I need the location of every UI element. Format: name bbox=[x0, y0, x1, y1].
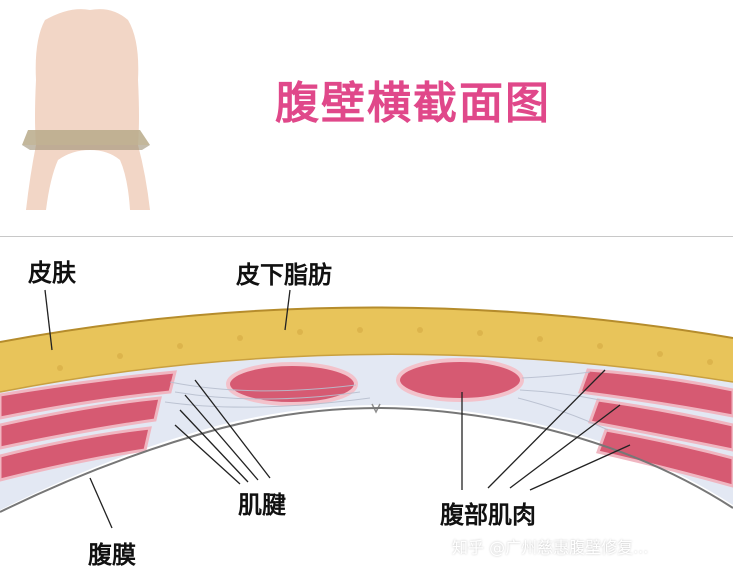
pointer-lines bbox=[44, 289, 631, 529]
label-subcutaneous-fat: 皮下脂肪 bbox=[236, 261, 332, 289]
abdominal-wall-section bbox=[0, 306, 733, 513]
label-tendon: 肌腱 bbox=[238, 491, 286, 519]
label-skin: 皮肤 bbox=[28, 259, 76, 287]
watermark-text: 知乎 @广州慈惠腹壁修复... bbox=[452, 538, 649, 557]
diagram-title: 腹壁横截面图 bbox=[275, 78, 551, 129]
label-peritoneum: 腹膜 bbox=[88, 541, 136, 569]
torso-silhouette bbox=[22, 9, 150, 210]
panel-divider bbox=[0, 236, 733, 237]
label-abdominal-muscle: 腹部肌肉 bbox=[440, 501, 536, 529]
